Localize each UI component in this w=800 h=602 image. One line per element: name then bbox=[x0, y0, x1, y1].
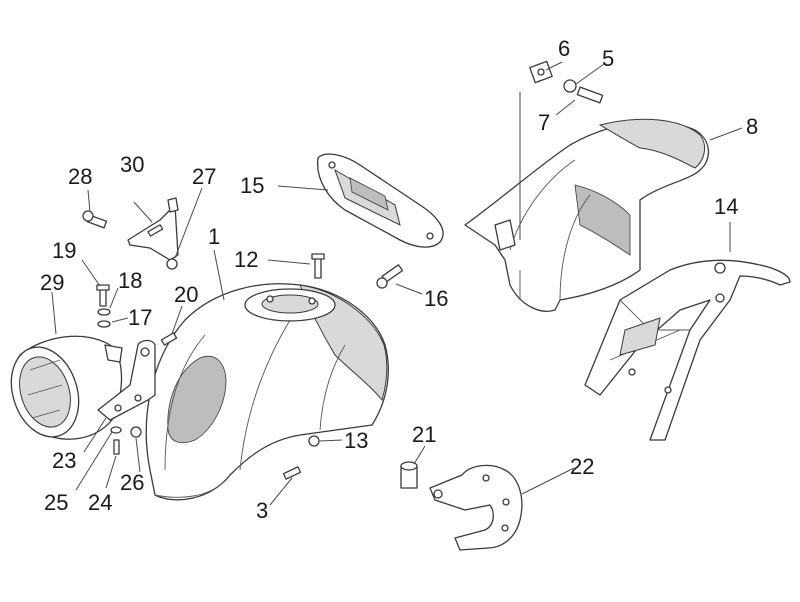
callout-28: 28 bbox=[68, 164, 92, 189]
part-25-washer bbox=[110, 426, 122, 434]
part-5-bolt bbox=[563, 79, 604, 104]
callout-24: 24 bbox=[88, 490, 112, 515]
callout-30: 30 bbox=[120, 152, 144, 177]
callout-3: 3 bbox=[256, 498, 268, 523]
part-19-screw bbox=[96, 284, 110, 307]
plate-bracket bbox=[429, 464, 523, 551]
headlight-bracket bbox=[97, 339, 156, 421]
part-12-screw bbox=[311, 253, 325, 279]
part-17-washer bbox=[97, 320, 111, 328]
part-21-spacer bbox=[400, 461, 418, 489]
small-bracket bbox=[127, 197, 179, 261]
callout-25: 25 bbox=[44, 490, 68, 515]
callout-13: 13 bbox=[344, 428, 368, 453]
callout-1: 1 bbox=[208, 224, 220, 249]
callout-20: 20 bbox=[174, 282, 198, 307]
callout-27: 27 bbox=[192, 164, 216, 189]
rear-mudguard bbox=[464, 118, 710, 312]
front-mudguard bbox=[145, 283, 389, 501]
callout-18: 18 bbox=[118, 268, 142, 293]
callout-17: 17 bbox=[128, 305, 152, 330]
callout-6: 6 bbox=[558, 36, 570, 61]
leader-lines bbox=[51, 61, 743, 506]
callout-7: 7 bbox=[538, 110, 550, 135]
callout-5: 5 bbox=[602, 46, 614, 71]
part-18-washer bbox=[97, 308, 111, 316]
callout-22: 22 bbox=[570, 454, 594, 479]
callout-21: 21 bbox=[412, 422, 436, 447]
part-3-screw bbox=[282, 466, 302, 480]
callout-8: 8 bbox=[746, 114, 758, 139]
headlight-shell bbox=[10, 335, 123, 440]
part-28-screw bbox=[82, 210, 108, 229]
rear-bracket-frame bbox=[584, 259, 791, 441]
callout-19: 19 bbox=[52, 238, 76, 263]
callout-29: 29 bbox=[40, 270, 64, 295]
part-24-screw bbox=[113, 439, 120, 455]
callout-15: 15 bbox=[240, 173, 264, 198]
part-26-nut bbox=[130, 426, 142, 438]
callout-14: 14 bbox=[714, 194, 738, 219]
callout-26: 26 bbox=[120, 470, 144, 495]
callout-16: 16 bbox=[424, 286, 448, 311]
part-6-clip bbox=[529, 60, 553, 84]
callout-23: 23 bbox=[52, 448, 76, 473]
callouts: 1 3 5 6 7 8 12 13 14 15 16 17 18 19 20 2… bbox=[40, 36, 758, 523]
plate-holder bbox=[316, 153, 444, 248]
part-13-nut bbox=[308, 435, 320, 447]
part-20-screw bbox=[160, 332, 178, 346]
part-16-screw bbox=[376, 264, 404, 289]
callout-12: 12 bbox=[234, 247, 258, 272]
part-27-nut bbox=[166, 258, 178, 270]
